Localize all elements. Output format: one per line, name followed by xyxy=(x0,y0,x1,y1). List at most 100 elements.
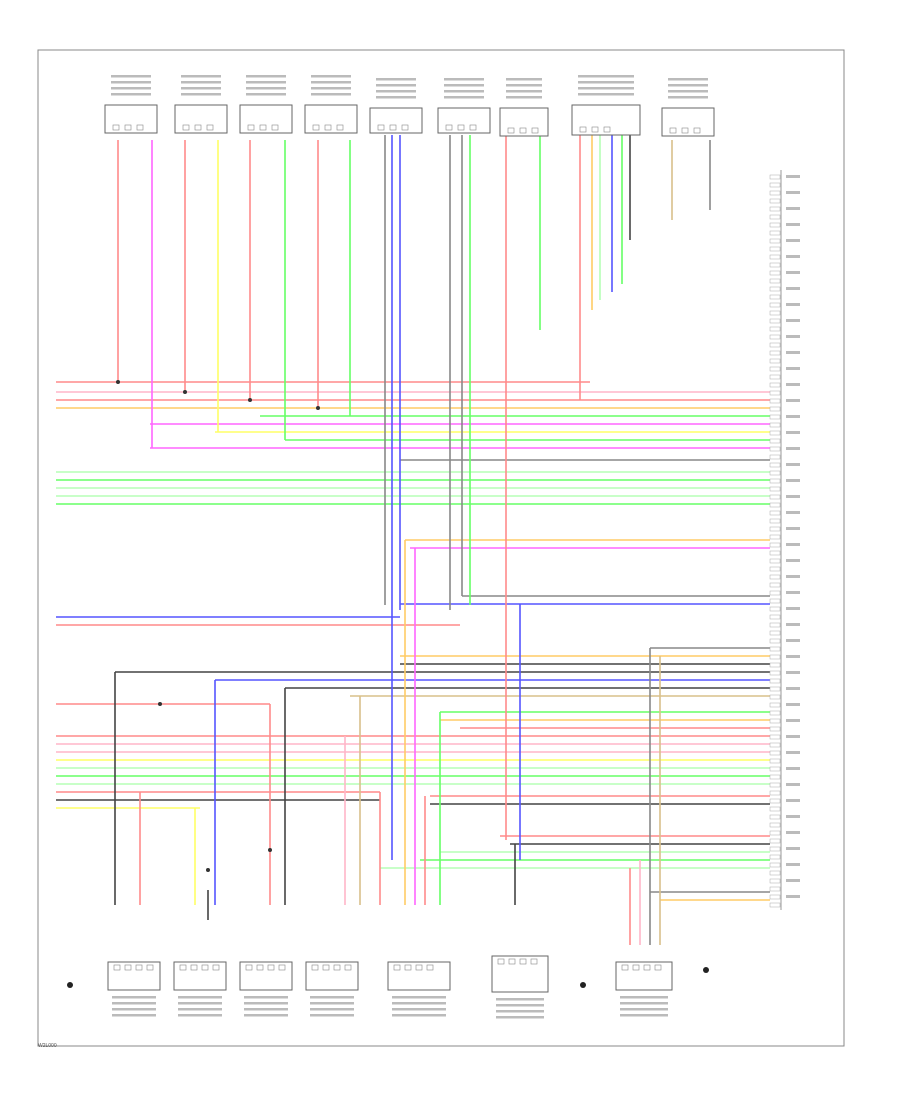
connector-pin xyxy=(124,964,132,971)
component-label-mark xyxy=(376,78,416,81)
terminal-label-mark xyxy=(786,175,800,178)
connector-pin xyxy=(669,127,677,134)
connector-pin xyxy=(519,127,527,134)
component-label-mark xyxy=(444,78,484,81)
terminal-label-mark xyxy=(786,335,800,338)
component-label-mark xyxy=(246,81,286,84)
component-label-mark xyxy=(506,96,542,99)
component-label-mark xyxy=(111,75,151,78)
connector-pin xyxy=(426,964,434,971)
component-label-mark xyxy=(311,87,351,90)
terminal-label-mark xyxy=(786,319,800,322)
terminal-label-mark xyxy=(786,703,800,706)
terminal-pin xyxy=(769,798,781,804)
connector-pin xyxy=(201,964,209,971)
terminal-label-mark xyxy=(786,463,800,466)
component-label-mark xyxy=(311,93,351,96)
connector-pin xyxy=(469,124,477,131)
connector-pin xyxy=(530,958,538,965)
component-label-mark xyxy=(578,87,634,90)
terminal-pin xyxy=(769,342,781,348)
terminal-pin xyxy=(769,582,781,588)
top-connector-box xyxy=(571,104,641,136)
terminal-pin xyxy=(769,470,781,476)
terminal-pin xyxy=(769,726,781,732)
terminal-pin xyxy=(769,750,781,756)
terminal-pin xyxy=(769,550,781,556)
connector-pin xyxy=(271,124,279,131)
component-label-mark xyxy=(181,75,221,78)
connector-pin xyxy=(278,964,286,971)
component-label-mark xyxy=(506,84,542,87)
terminal-pin xyxy=(769,198,781,204)
terminal-pin xyxy=(769,614,781,620)
component-label-mark xyxy=(392,1014,446,1017)
terminal-pin xyxy=(769,894,781,900)
terminal-label-mark xyxy=(786,655,800,658)
terminal-pin xyxy=(769,702,781,708)
terminal-pin xyxy=(769,206,781,212)
terminal-pin xyxy=(769,902,781,908)
connector-pin xyxy=(136,124,144,131)
component-label-mark xyxy=(178,1008,222,1011)
terminal-label-mark xyxy=(786,767,800,770)
connector-pin xyxy=(591,126,599,133)
component-label-mark xyxy=(181,93,221,96)
terminal-pin xyxy=(769,710,781,716)
terminal-pin xyxy=(769,310,781,316)
wire-group xyxy=(56,135,770,945)
component-label-mark xyxy=(496,1004,544,1007)
terminal-pin xyxy=(769,598,781,604)
connector-pin xyxy=(182,124,190,131)
component-label-mark xyxy=(578,75,634,78)
terminal-label-mark xyxy=(786,239,800,242)
terminal-pin xyxy=(769,222,781,228)
connector-pin xyxy=(179,964,187,971)
terminal-pin xyxy=(769,846,781,852)
terminal-label-mark xyxy=(786,303,800,306)
connector-pin xyxy=(135,964,143,971)
terminal-pin xyxy=(769,838,781,844)
terminal-pin xyxy=(769,398,781,404)
terminal-label-mark xyxy=(786,431,800,434)
terminal-pin xyxy=(769,478,781,484)
connector-pin xyxy=(312,124,320,131)
connector-pin xyxy=(404,964,412,971)
terminal-pin xyxy=(769,654,781,660)
terminal-pin xyxy=(769,462,781,468)
connector-pin xyxy=(190,964,198,971)
terminal-label-mark xyxy=(786,591,800,594)
terminal-pin xyxy=(769,430,781,436)
component-label-mark xyxy=(246,87,286,90)
terminal-label-mark xyxy=(786,735,800,738)
terminal-label-mark xyxy=(786,207,800,210)
connector-pin xyxy=(497,958,505,965)
connector-pin xyxy=(124,124,132,131)
connector-pin xyxy=(267,964,275,971)
component-label-mark xyxy=(392,1008,446,1011)
terminal-pin xyxy=(769,678,781,684)
terminal-pin xyxy=(769,822,781,828)
terminal-pin xyxy=(769,622,781,628)
terminal-pin xyxy=(769,214,781,220)
splice-dot xyxy=(158,702,162,706)
terminal-pin xyxy=(769,174,781,180)
component-label-mark xyxy=(112,1014,156,1017)
connector-pin xyxy=(206,124,214,131)
terminal-pin xyxy=(769,886,781,892)
terminal-pin xyxy=(769,270,781,276)
terminal-label-mark xyxy=(786,607,800,610)
connector-pin xyxy=(579,126,587,133)
ground-icon xyxy=(703,967,709,973)
component-label-mark xyxy=(620,1014,668,1017)
component-label-mark xyxy=(668,90,708,93)
terminal-label-mark xyxy=(786,447,800,450)
component-label-mark xyxy=(311,75,351,78)
terminal-pin xyxy=(769,422,781,428)
component-label-mark xyxy=(112,1008,156,1011)
terminal-pin xyxy=(769,766,781,772)
terminal-pin xyxy=(769,694,781,700)
terminal-pin xyxy=(769,758,781,764)
terminal-label-mark xyxy=(786,815,800,818)
